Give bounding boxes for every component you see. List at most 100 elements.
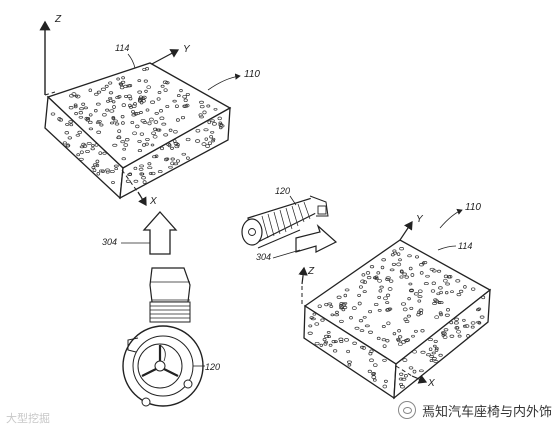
pore (391, 262, 396, 266)
pore (148, 172, 153, 175)
pore (453, 321, 459, 325)
pore (446, 275, 452, 279)
ref-120-left: 120 (205, 362, 220, 372)
pore (417, 299, 422, 303)
pore (74, 94, 79, 98)
pore (432, 344, 437, 348)
pore (386, 293, 391, 297)
pore (381, 338, 387, 342)
pore (390, 253, 395, 257)
pore (151, 131, 156, 135)
pore (199, 100, 204, 104)
pore (320, 318, 325, 322)
pore (408, 266, 413, 271)
pore (331, 340, 337, 344)
pore (159, 109, 163, 113)
pore (153, 120, 159, 124)
pore (438, 301, 444, 305)
pore (116, 135, 122, 140)
pore (312, 312, 317, 316)
pore (65, 144, 70, 148)
pore (365, 271, 371, 275)
pore (402, 358, 408, 362)
pore (431, 281, 436, 286)
pore (128, 103, 132, 108)
z-axis-label-top: Z (54, 14, 62, 25)
pore (181, 152, 187, 156)
pore (76, 153, 81, 157)
pore (100, 87, 106, 91)
pore (114, 122, 120, 126)
airflow-arrow-left (142, 211, 178, 255)
pore (361, 346, 367, 350)
pore (376, 271, 381, 275)
pore (112, 105, 116, 109)
pore (144, 89, 148, 93)
pore (386, 307, 391, 312)
pore (476, 320, 481, 324)
pore (377, 309, 382, 312)
pore (146, 85, 151, 90)
pore (109, 121, 115, 125)
y-axis-top (149, 49, 180, 66)
pore (145, 67, 149, 71)
pore (362, 290, 367, 293)
pore (217, 116, 222, 121)
pore (410, 273, 415, 277)
pore (81, 102, 86, 106)
pore (441, 333, 446, 337)
pore (94, 92, 99, 96)
pore (201, 142, 207, 146)
pore (327, 302, 333, 306)
pore (119, 83, 124, 87)
pore (142, 180, 147, 184)
pore (140, 97, 146, 100)
pore (442, 335, 448, 339)
pore (314, 322, 320, 326)
pore (412, 349, 417, 354)
pore (95, 159, 100, 164)
pore (456, 329, 461, 334)
pore (94, 143, 99, 147)
pore (455, 326, 460, 330)
pore (174, 104, 179, 108)
pore (128, 105, 133, 109)
pore (137, 149, 143, 153)
pore (413, 292, 419, 296)
pore (163, 88, 168, 92)
pore (413, 329, 418, 333)
pore (137, 90, 143, 94)
pore (86, 141, 92, 145)
pore (421, 261, 426, 265)
pore (401, 377, 407, 381)
pore (397, 329, 401, 333)
pore (377, 278, 382, 283)
pore (358, 285, 363, 289)
ref-110-top: 110 (244, 69, 260, 80)
pore (463, 285, 467, 289)
pore (443, 328, 449, 332)
pore (160, 146, 164, 151)
pore (131, 109, 135, 114)
pore (183, 98, 188, 103)
pore (88, 113, 93, 117)
pore (139, 172, 144, 176)
pore (122, 147, 127, 151)
pore (62, 141, 67, 145)
pore (382, 384, 388, 389)
pore (431, 269, 437, 273)
pore (334, 340, 338, 343)
pore (173, 162, 179, 166)
pore (432, 302, 437, 305)
pore (168, 165, 173, 169)
ref-110-right: 110 (465, 202, 481, 213)
ref-304-left: 304 (102, 237, 117, 247)
pore (92, 163, 98, 167)
pore (322, 338, 327, 342)
pore (377, 295, 382, 299)
pore (396, 252, 401, 256)
pore (429, 359, 434, 363)
pore (155, 128, 161, 132)
pore (425, 274, 430, 278)
blower-left (122, 267, 204, 407)
